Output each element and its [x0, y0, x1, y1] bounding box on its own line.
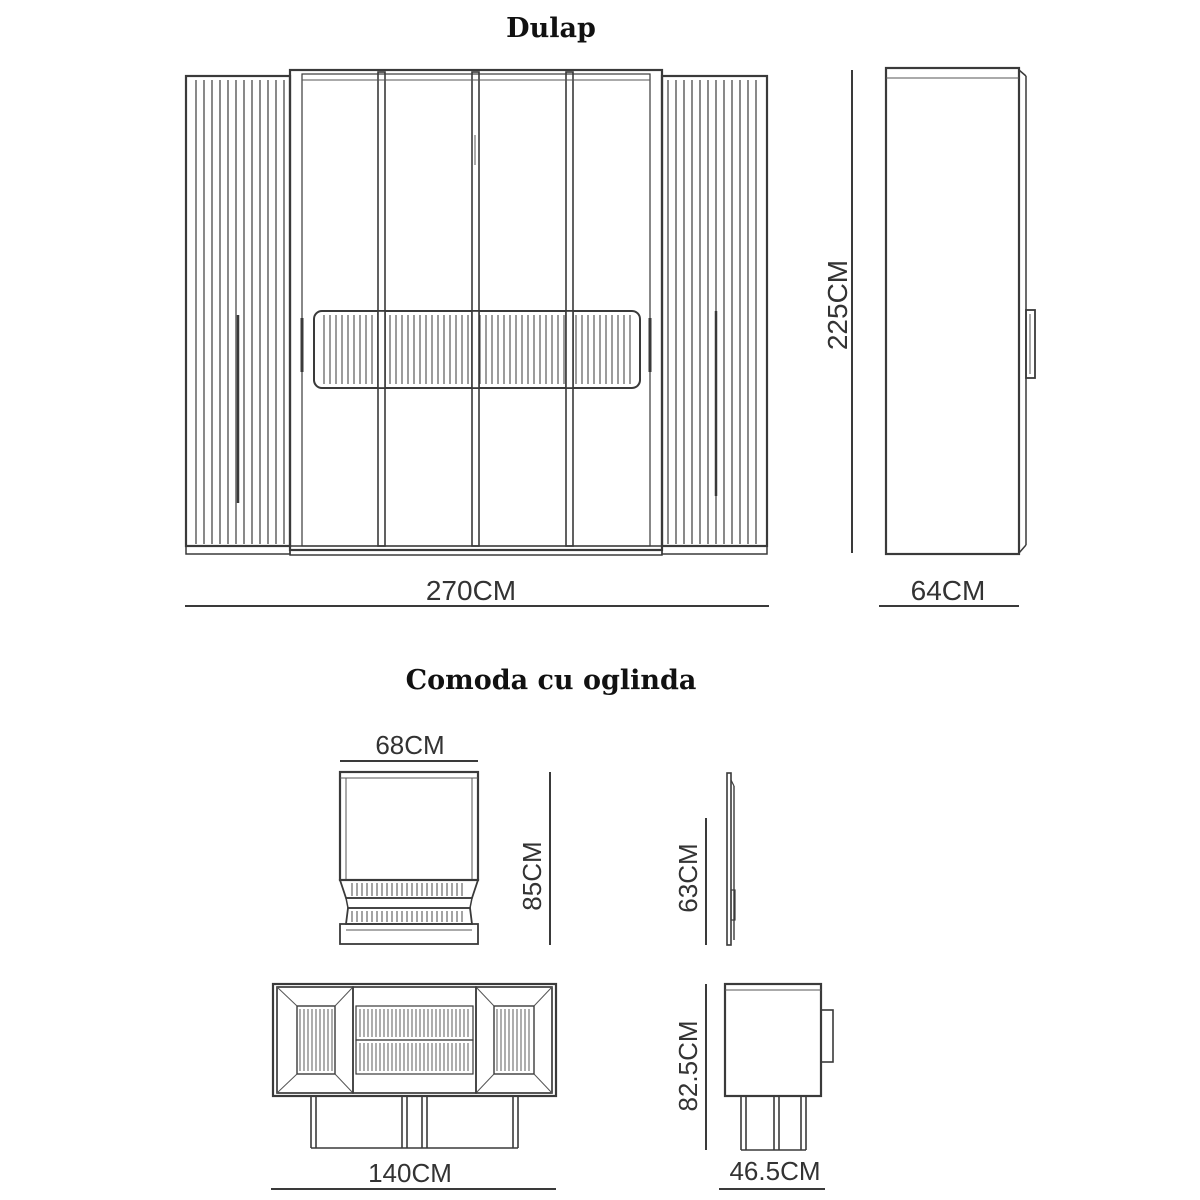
mirror-height-label: 85CM [517, 841, 547, 910]
dresser-depth-label: 46.5CM [729, 1156, 820, 1186]
wardrobe-center-section [288, 68, 664, 556]
dresser-width-label: 140CM [368, 1158, 452, 1188]
wardrobe-left-fluted-panel [184, 74, 292, 555]
dresser-title: Comoda cu oglinda [406, 665, 697, 696]
wardrobe-height-label: 225CM [822, 260, 853, 350]
mirror-front-view: 68CM 85CM [338, 730, 551, 945]
dresser-front-view: 140CM [271, 982, 558, 1190]
wardrobe-side-view: 64CM [879, 66, 1036, 607]
dresser-side-handle [820, 1009, 834, 1063]
wardrobe-title: Dulap [506, 13, 596, 44]
mirror-side-height-label: 63CM [673, 843, 703, 912]
wardrobe-depth-label: 64CM [911, 575, 986, 606]
mirror-side-view: 63CM [673, 772, 736, 946]
wardrobe-width-label: 270CM [426, 575, 516, 606]
side-handle [1025, 309, 1036, 379]
dresser-side-view: 82.5CM 46.5CM [673, 982, 834, 1190]
mirror-width-label: 68CM [375, 730, 444, 760]
wardrobe-right-fluted-panel [660, 74, 769, 555]
dresser-height-label: 82.5CM [673, 1020, 703, 1111]
wardrobe-front-view: 270CM 225CM [184, 68, 853, 607]
